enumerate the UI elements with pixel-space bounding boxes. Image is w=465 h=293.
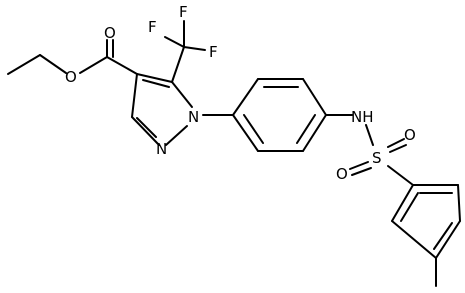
sulfonamide-nh-label: NH (351, 108, 374, 126)
pyrazole-n1-n2-bond (165, 125, 188, 146)
sulfonyl-double-bond-right-b (389, 144, 407, 153)
sulfonyl-double-bond-left-a (349, 161, 369, 170)
bonds-layer (7, 20, 461, 287)
pyrazole-n2-c3-double-bond (131, 116, 160, 146)
ethyl-oxygen-bond (39, 54, 67, 74)
tolyl-bond-2 (457, 184, 461, 222)
fluorine-top-right-label: F (179, 3, 188, 21)
phenylene-inner-bond-2 (296, 114, 316, 144)
fluorine-top-left-label: F (148, 18, 157, 36)
sulfur-label: S (372, 149, 382, 167)
phenylene-bond-3 (302, 78, 327, 116)
pyrazole-n1-label: N (188, 108, 199, 126)
atom-labels-layer: O O F F F N N NH O O S (65, 3, 416, 183)
tolyl-bond-3 (435, 220, 461, 259)
pyrazole-n2-c3-inner-bond (136, 117, 157, 138)
tolyl-bond-5 (391, 184, 414, 222)
sulfur-to-tolyl-bond (387, 165, 414, 186)
ester-oxygen-carbonyl-carbon-bond (79, 56, 108, 74)
cf3-fluorine-left-bond (164, 36, 185, 48)
pyrazole-c4-c5-bond (136, 73, 173, 83)
phenylene-inner-bond-3 (243, 114, 264, 144)
pyrazole-c4-c5-inner-bond (142, 79, 170, 88)
carbonyl-to-pyrazole-bond (106, 56, 138, 75)
pyrazole-c5-n1-bond (171, 81, 193, 108)
tolyl-bond-4 (391, 220, 437, 259)
cf3-carbon-to-pyrazole-bond (171, 46, 185, 83)
cf3-fluorine-right-bond (183, 46, 206, 51)
phenylene-bond-6 (232, 114, 259, 152)
phenylene-bond-1 (232, 78, 259, 116)
sulfonyl-double-bond-right-a (387, 138, 405, 148)
ester-ether-oxygen-label: O (65, 68, 77, 86)
tolyl-inner-bond-2 (433, 222, 453, 250)
sulfonyl-oxygen-left-label: O (336, 165, 348, 183)
tolyl-inner-bond-3 (400, 192, 419, 222)
fluorine-right-label: F (209, 43, 218, 61)
ester-carbonyl-oxygen-label: O (104, 24, 116, 42)
pyrazole-c3-c4-bond (131, 73, 138, 118)
pyrazole-n2-label: N (156, 140, 167, 158)
nh-to-sulfur-bond (365, 124, 374, 146)
sulfonyl-oxygen-right-label: O (404, 126, 416, 144)
sulfonyl-double-bond-left-b (351, 167, 372, 176)
phenylene-bond-4 (302, 114, 327, 152)
ethyl-terminal-bond (7, 54, 41, 75)
